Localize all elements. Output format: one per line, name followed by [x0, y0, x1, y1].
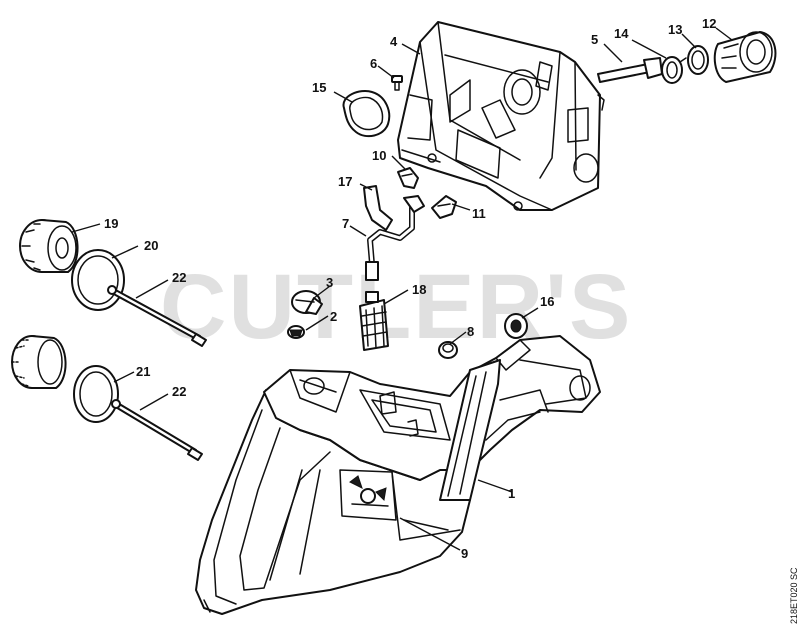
callout-11: 11: [472, 206, 486, 221]
part-6-screw: [391, 75, 403, 91]
callout-9: 9: [461, 546, 468, 561]
callout-22-lower: 22: [172, 384, 186, 399]
callout-18: 18: [412, 282, 426, 297]
part-17-hose: [363, 185, 393, 231]
part-13-washer: [687, 45, 709, 75]
callout-5: 5: [591, 32, 598, 47]
part-22-pin-lower: [111, 399, 203, 461]
callout-7: 7: [342, 216, 349, 231]
callout-19: 19: [104, 216, 118, 231]
part-7-fuel-line: [365, 195, 425, 281]
callout-15: 15: [312, 80, 326, 95]
callout-13: 13: [668, 22, 682, 37]
callout-2: 2: [330, 309, 337, 324]
part-16-bushing: [504, 313, 528, 339]
part-2-grommet: [287, 325, 305, 339]
part-4-housing: [397, 21, 605, 211]
part-18-fuel-filter: [359, 291, 389, 351]
part-8-plug: [438, 341, 458, 359]
callout-14: 14: [614, 26, 629, 41]
callout-6: 6: [370, 56, 377, 71]
callout-12: 12: [702, 16, 716, 31]
leader-lines: [71, 27, 733, 551]
part-11-fitting: [431, 195, 457, 219]
callout-1: 1: [508, 486, 515, 501]
callout-22-upper: 22: [172, 270, 186, 285]
part-14-ring: [661, 56, 687, 84]
part-22-pin-upper: [107, 285, 207, 347]
part-21-knob-ring: [11, 335, 119, 423]
callout-21: 21: [136, 364, 150, 379]
part-9-tank-wall: [403, 519, 449, 531]
drawing-reference-code: 218ET020 SC: [789, 567, 799, 624]
part-12-cap: [713, 31, 777, 83]
callout-3: 3: [326, 275, 333, 290]
callout-labels: 1 2 3 4 5 6 7 8 9 10 11 12 13 14 15 16 1…: [104, 16, 716, 561]
callout-10: 10: [372, 148, 386, 163]
callout-4: 4: [390, 34, 398, 49]
callout-8: 8: [467, 324, 474, 339]
callout-20: 20: [144, 238, 158, 253]
part-1-tank-housing: [195, 335, 601, 615]
callout-16: 16: [540, 294, 554, 309]
part-19-knob: [19, 219, 79, 273]
part-10-fitting: [397, 167, 419, 189]
part-5-bolt: [597, 57, 663, 83]
part-15-gasket: [342, 90, 391, 138]
part-20-ring: [71, 249, 125, 311]
part-3-valve: [291, 290, 323, 315]
callout-17: 17: [338, 174, 352, 189]
